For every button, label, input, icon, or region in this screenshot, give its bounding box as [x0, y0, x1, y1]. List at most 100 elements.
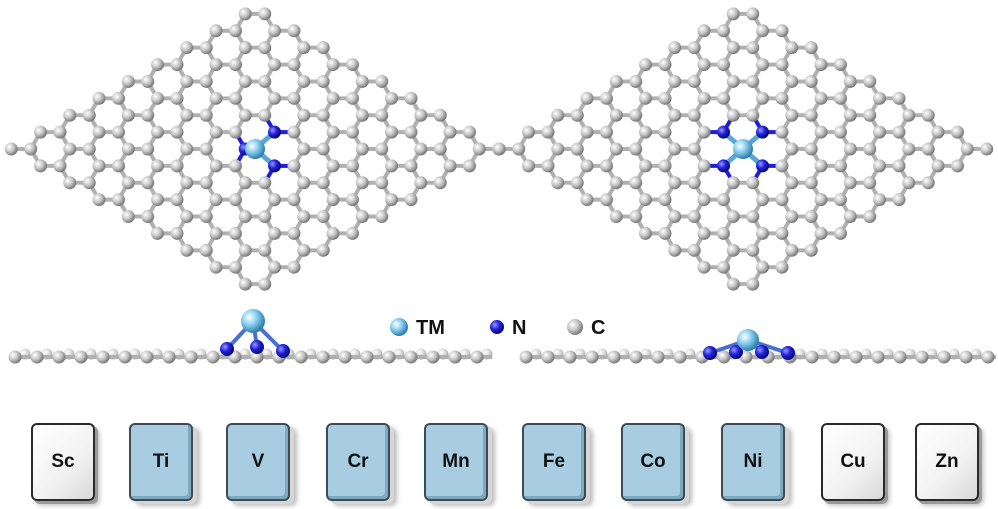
carbon-atom	[297, 142, 311, 156]
carbon-atom	[697, 260, 711, 274]
carbon-atom	[229, 193, 242, 207]
carbon-atom	[775, 159, 789, 173]
carbon-atom	[209, 193, 223, 207]
carbon-atom	[4, 142, 18, 156]
carbon-atom	[492, 142, 506, 156]
carbon-atom	[414, 108, 428, 122]
carbon-atom	[346, 58, 359, 72]
carbon-atom	[238, 176, 252, 190]
carbon-atom	[921, 142, 935, 156]
carbon-atom	[258, 243, 272, 257]
carbon-atom	[804, 176, 818, 190]
nitrogen-atom	[729, 345, 743, 359]
carbon-atom	[668, 74, 682, 88]
carbon-atom	[355, 74, 369, 88]
carbon-atom	[287, 226, 301, 240]
element-symbol: Fe	[542, 451, 566, 472]
carbon-atom	[775, 193, 789, 207]
nitrogen-atom	[717, 159, 730, 173]
carbon-atom	[609, 108, 623, 122]
carbon-atom	[746, 108, 760, 122]
carbon-atom	[355, 176, 369, 190]
carbon-atom	[118, 350, 132, 364]
carbon-atom	[180, 210, 194, 224]
element-symbol: Ni	[743, 451, 763, 472]
carbon-atom	[673, 350, 687, 364]
carbon-atom	[629, 74, 643, 88]
carbon-atom	[355, 210, 369, 224]
carbon-atom	[551, 108, 565, 122]
carbon-atom	[316, 41, 330, 55]
carbon-atom	[229, 24, 242, 38]
carbon-atom	[287, 125, 301, 139]
carbon-atom	[63, 142, 77, 156]
carbon-atom	[805, 350, 819, 364]
carbon-atom	[112, 193, 125, 207]
nitrogen-atom	[755, 345, 769, 359]
nitrogen-atom	[276, 344, 290, 358]
carbon-atom	[121, 210, 135, 224]
carbon-atom	[658, 193, 672, 207]
carbon-atom	[199, 41, 213, 55]
carbon-atom	[541, 125, 555, 139]
carbon-atom	[687, 108, 701, 122]
element-tile-cr: Cr	[322, 421, 398, 505]
carbon-atom	[629, 108, 643, 122]
carbon-atom	[414, 142, 428, 156]
carbon-atom	[199, 108, 213, 122]
carbon-atom	[268, 24, 281, 38]
nitrogen-atom	[717, 125, 730, 139]
carbon-atom	[915, 350, 929, 364]
side-view-n3-structure	[8, 309, 493, 364]
carbon-atom	[151, 125, 164, 139]
carbon-atom	[580, 159, 594, 173]
carbon-atom	[849, 350, 863, 364]
carbon-atom	[229, 58, 242, 72]
carbon-atom	[141, 74, 155, 88]
element-tile-v: V	[222, 421, 298, 505]
carbon-atom	[746, 74, 760, 88]
carbon-atom	[600, 159, 613, 173]
carbon-atom	[151, 159, 164, 173]
carbon-atom	[756, 193, 769, 207]
carbon-atom	[804, 41, 818, 55]
element-symbol: Mn	[442, 451, 470, 472]
carbon-atom	[931, 159, 945, 173]
carbon-atom	[297, 41, 311, 55]
carbon-atom	[639, 226, 652, 240]
carbon-atom	[814, 159, 828, 173]
carbon-atom	[863, 176, 877, 190]
carbon-atom	[658, 91, 672, 105]
carbon-atom	[121, 176, 135, 190]
carbon-atom	[980, 142, 994, 156]
carbon-atom	[112, 125, 125, 139]
carbon-atom	[775, 91, 789, 105]
carbon-atom	[229, 125, 242, 139]
carbon-atom	[726, 176, 740, 190]
carbon-atom	[863, 74, 877, 88]
carbon-atom	[717, 24, 730, 38]
carbon-atom	[355, 142, 369, 156]
carbon-atom	[756, 260, 769, 274]
carbon-atom	[843, 108, 857, 122]
carbon-atom	[834, 226, 847, 240]
carbon-atom	[658, 226, 672, 240]
carbon-atom	[180, 41, 194, 55]
carbon-atom	[199, 74, 213, 88]
carbon-atom	[414, 176, 428, 190]
carbon-atom	[385, 91, 398, 105]
carbon-atom	[756, 58, 769, 72]
carbon-atom	[609, 210, 623, 224]
carbon-atom	[209, 91, 223, 105]
carbon-atom	[609, 142, 623, 156]
top-view-n4-structure	[492, 7, 994, 291]
element-tile-ni: Ni	[717, 421, 793, 505]
legend-tm-atom	[390, 318, 408, 336]
carbon-atom	[404, 91, 418, 105]
carbon-atom	[316, 108, 330, 122]
carbon-atom	[170, 193, 184, 207]
carbon-atom	[92, 159, 106, 173]
carbon-atom	[563, 350, 577, 364]
carbon-atom	[53, 125, 67, 139]
carbon-atom	[726, 108, 740, 122]
